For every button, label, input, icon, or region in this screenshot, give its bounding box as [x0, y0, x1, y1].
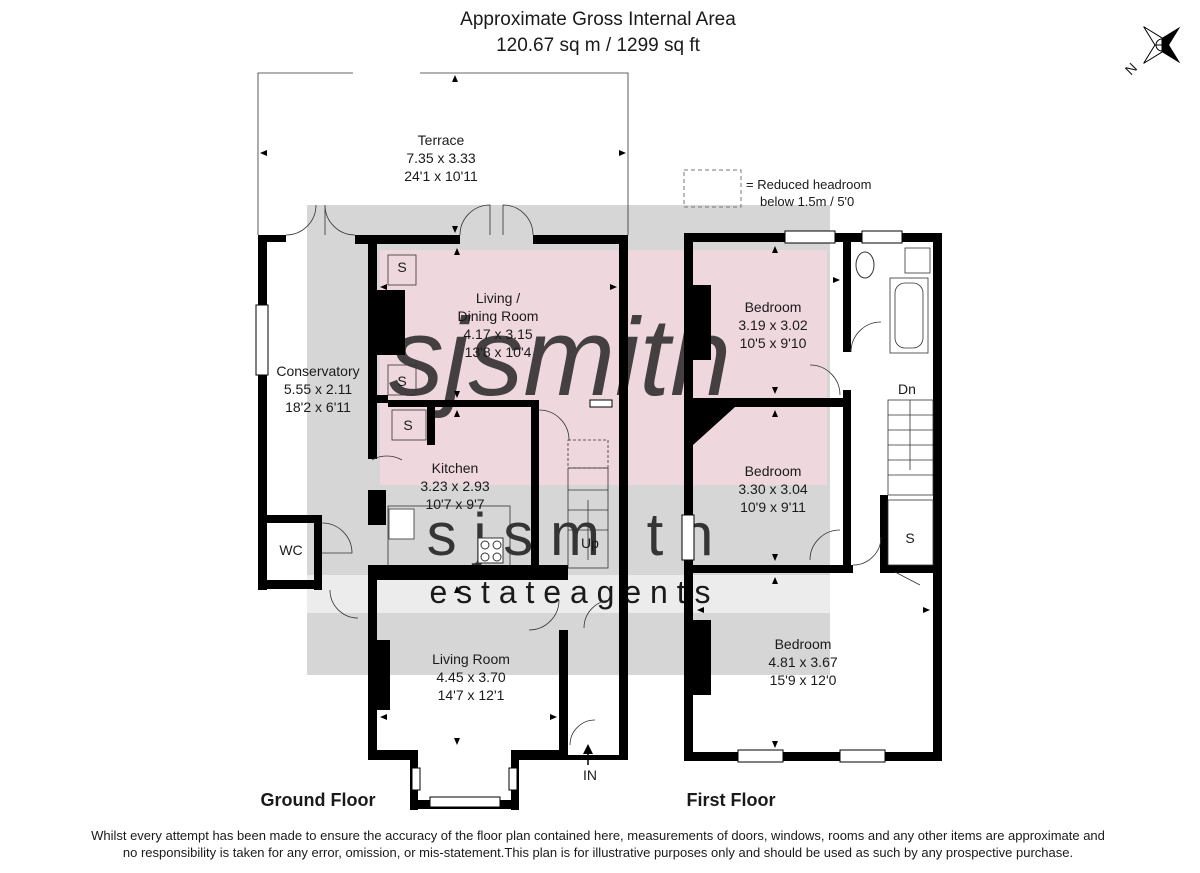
store-label: S — [397, 373, 406, 389]
terrace-metric: 7.35 x 3.33 — [406, 150, 475, 166]
first-floor-plan — [681, 230, 942, 763]
stairs-down-label: Dn — [898, 381, 916, 397]
living-room-name: Living Room — [432, 651, 510, 667]
bedroom-1-metric: 3.19 x 3.02 — [738, 317, 807, 333]
watermark-letters: s j s m i t h — [427, 501, 714, 568]
store-label: S — [397, 259, 406, 275]
watermark-script: sjsmith — [389, 296, 731, 419]
bedroom-1-name: Bedroom — [745, 299, 802, 315]
living-dining-imperial: 13'8 x 10'4 — [465, 344, 532, 360]
kitchen-name: Kitchen — [432, 460, 479, 476]
dimension-markers — [260, 75, 930, 748]
conservatory-name: Conservatory — [276, 363, 359, 379]
terrace-name: Terrace — [418, 132, 465, 148]
watermark: sjsmith s j s m i t h e s t a t e a g e … — [307, 205, 830, 675]
living-dining-name-2: Dining Room — [458, 308, 539, 324]
bedroom-2-metric: 3.30 x 3.04 — [738, 481, 807, 497]
gross-area-value: 120.67 sq m / 1299 sq ft — [496, 35, 701, 56]
compass-icon — [1143, 26, 1181, 64]
living-dining-metric: 4.17 x 3.15 — [463, 326, 532, 342]
compass-north-label: N — [1122, 59, 1140, 77]
kitchen-imperial: 10'7 x 9'7 — [425, 496, 484, 512]
store-label: S — [905, 530, 914, 546]
disclaimer-line-2: no responsibility is taken for any error… — [123, 845, 1073, 860]
reduced-headroom-swatch — [683, 169, 742, 208]
conservatory-metric: 5.55 x 2.11 — [284, 381, 352, 397]
watermark-band — [307, 575, 830, 613]
bedroom-3-name: Bedroom — [775, 636, 832, 652]
legend-line-1: = Reduced headroom — [746, 177, 871, 192]
kitchen-metric: 3.23 x 2.93 — [420, 478, 489, 494]
watermark-pink-panel — [380, 250, 827, 485]
entrance-label: IN — [583, 767, 597, 783]
disclaimer-line-1: Whilst every attempt has been made to en… — [91, 828, 1105, 843]
bedroom-3-metric: 4.81 x 3.67 — [768, 654, 837, 670]
ground-floor-title: Ground Floor — [261, 790, 376, 810]
stairs-up-label: Up — [581, 535, 599, 551]
terrace-imperial: 24'1 x 10'11 — [404, 168, 478, 184]
bedroom-2-imperial: 10'9 x 9'11 — [740, 499, 806, 515]
store-label: S — [403, 417, 412, 433]
legend-line-2: below 1.5m / 5'0 — [760, 194, 854, 209]
bedroom-2-name: Bedroom — [745, 463, 802, 479]
conservatory-imperial: 18'2 x 6'11 — [285, 399, 351, 415]
bedroom-3-imperial: 15'9 x 12'0 — [770, 672, 837, 688]
ground-floor-plan — [255, 72, 629, 810]
gross-area-title: Approximate Gross Internal Area — [460, 9, 736, 30]
living-dining-name-1: Living / — [476, 290, 520, 306]
room-labels: Terrace 7.35 x 3.33 24'1 x 10'11 Living … — [276, 132, 916, 783]
first-floor-title: First Floor — [687, 790, 776, 810]
living-room-imperial: 14'7 x 12'1 — [438, 687, 505, 703]
living-room-metric: 4.45 x 3.70 — [436, 669, 505, 685]
wc-name: WC — [279, 542, 302, 558]
bedroom-1-imperial: 10'5 x 9'10 — [740, 335, 807, 351]
